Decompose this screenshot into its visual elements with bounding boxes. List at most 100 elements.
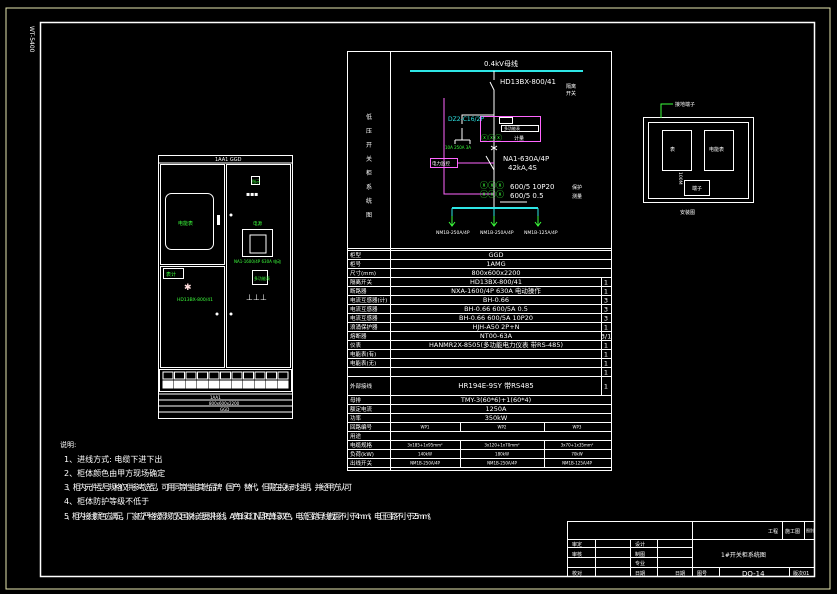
table-row-value: 1AMG — [486, 260, 505, 268]
terminal-cell — [174, 380, 185, 389]
cabinet-right-indicator: 指示 — [252, 178, 260, 184]
install-box-left: 表 — [670, 146, 675, 153]
monitor-box-label: 电力监控 — [432, 160, 450, 167]
table-row-value: TMY-3(60*6)+1(60*4) — [460, 396, 531, 404]
cabinet-top-label: 1AA1 GGD — [215, 157, 242, 163]
table-row-label: 电能表(有) — [350, 350, 376, 358]
table-row-label: 电能表(无) — [350, 359, 376, 367]
table-row-value: BH-0.66 600/5A 0.5 — [464, 305, 528, 313]
side-title-char: 系 — [366, 183, 372, 191]
cabinet-footer-1: 1AA1 — [210, 395, 221, 400]
table-row-label: 仪表 — [350, 341, 362, 349]
install-caption: 安装图 — [680, 209, 695, 216]
table-row-value: HANMR2X-8505(多功能电力仪表 带RS-485) — [429, 340, 563, 349]
terminal-cell — [277, 371, 289, 380]
terminal-cell — [185, 380, 197, 389]
table-row-label: 电流互感器 — [350, 305, 378, 313]
terminal-cell — [220, 380, 231, 389]
cabinet-meter-label: 多功能表 — [254, 275, 270, 281]
terminal-cell — [197, 380, 208, 389]
table-row-qty: 1 — [604, 383, 608, 391]
table-row-value: GGD — [488, 251, 503, 259]
table-row-value: HR194E-9SY 带RS485 — [458, 382, 534, 390]
table-row-qty: 1 — [604, 279, 608, 287]
feeder-label-2: NM1B-250A/4P — [480, 230, 514, 236]
table-row-label: 额定电流 — [350, 405, 373, 413]
tb-sub-1: 专业 — [635, 560, 645, 567]
title-block: 工程 施工图 图别 审定 审核 校对 设计 制图 日期 专业 日期 图号 1#开… — [567, 521, 815, 578]
terminal-cell — [254, 380, 266, 389]
table-row-value: HJH-A50 2P+N — [472, 323, 519, 331]
cabinet-footer-3: GGD — [220, 407, 229, 412]
mcb-outputs: 10A 250A 3A — [445, 145, 471, 150]
installation-view: 表 电能表 端子 100M 接地端子 安装图 — [643, 101, 754, 216]
install-vertical-label: 100M — [677, 172, 683, 185]
table-row-value: 350kW — [485, 414, 508, 422]
terminal-cell — [185, 371, 197, 380]
table-cell: 3x70+1x35mm² — [561, 443, 594, 448]
tb-role-3: 校对 — [572, 570, 582, 577]
table-row-label: 出线开关 — [350, 459, 373, 467]
breaker-symbol — [485, 145, 498, 171]
table-cell: 180kW — [495, 452, 509, 457]
terminal-cell — [243, 380, 254, 389]
side-title-char: 柜 — [366, 169, 372, 177]
terminal-cell — [162, 371, 174, 380]
table-row — [347, 431, 612, 441]
table-row-label: 尺寸(mm) — [350, 269, 376, 277]
table-row — [347, 367, 612, 377]
indicator-lamps: ▪▪▪ — [246, 191, 258, 198]
table-row — [347, 349, 612, 359]
isolator-label: HD13BX-800/41 — [500, 78, 556, 86]
mcb-label: DZ2-C16/2P — [448, 116, 484, 123]
terminal-cell — [254, 371, 266, 380]
monitor-box — [430, 158, 458, 168]
tb-role-1: 审定 — [572, 541, 582, 548]
cabinet-right-label: 电源 — [253, 220, 262, 227]
terminal-cell — [174, 371, 185, 380]
cabinet-elevation: 1AA1 GGD 电能表 表计 ✱ HD13BX-800/41 指示 ▪▪▪ 电… — [158, 155, 293, 419]
side-title-char: 图 — [366, 212, 372, 219]
cabinet-left-box-label: 表计 — [166, 271, 176, 278]
table-row-label: 负荷(kW) — [350, 450, 374, 458]
ct-meter-label: 计量 — [514, 135, 524, 142]
side-label: WT-5400 — [28, 26, 35, 53]
ct2-note: 测量 — [572, 193, 582, 200]
terminal-cell — [266, 380, 277, 389]
table-row-value: NT00-63A — [480, 332, 513, 340]
table-cell: 70kW — [571, 452, 582, 457]
tb-role-5: 制图 — [635, 551, 645, 558]
terminal-cell — [277, 380, 289, 389]
terminal-cell — [162, 380, 174, 389]
outer-frame — [5, 7, 831, 590]
breaker-label: NA1-630A/4P — [503, 155, 549, 163]
tb-drawing-no: DQ-14 — [742, 570, 765, 578]
table-row — [347, 250, 612, 260]
notes-title: 说明: — [60, 440, 76, 449]
ct1-note: 保护 — [572, 184, 582, 191]
meter-ct-symbols: ⓧⓧⓧ — [481, 134, 502, 142]
bus-label: 0.4kV母线 — [484, 59, 518, 68]
breaker-handle — [242, 229, 273, 257]
terminal-cell — [231, 371, 243, 380]
table-row — [347, 413, 612, 423]
table-row-qty: 3 — [604, 297, 608, 305]
install-box-bottom: 端子 — [692, 185, 702, 192]
isolator-symbol: ✱ — [184, 283, 192, 293]
terminal-cell — [266, 371, 277, 380]
inner-frame — [39, 21, 816, 578]
ground-label: 接地端子 — [675, 101, 695, 108]
table-row-label: 隔离开关 — [350, 278, 373, 286]
feeder-arrows — [448, 216, 542, 227]
table-row — [347, 404, 612, 414]
table-row-label: 外部接线 — [350, 382, 373, 390]
tb-role-2: 审核 — [572, 551, 582, 558]
table-row-qty: 1 — [604, 342, 608, 350]
ct2-label: 600/5 0.5 — [510, 192, 544, 200]
meter-group-box — [480, 116, 541, 142]
table-row-qty: 1 — [604, 324, 608, 332]
terminal-cell — [231, 380, 243, 389]
table-row-qty: 3/1 — [601, 333, 611, 341]
tb-stage: 施工图 — [785, 528, 800, 535]
